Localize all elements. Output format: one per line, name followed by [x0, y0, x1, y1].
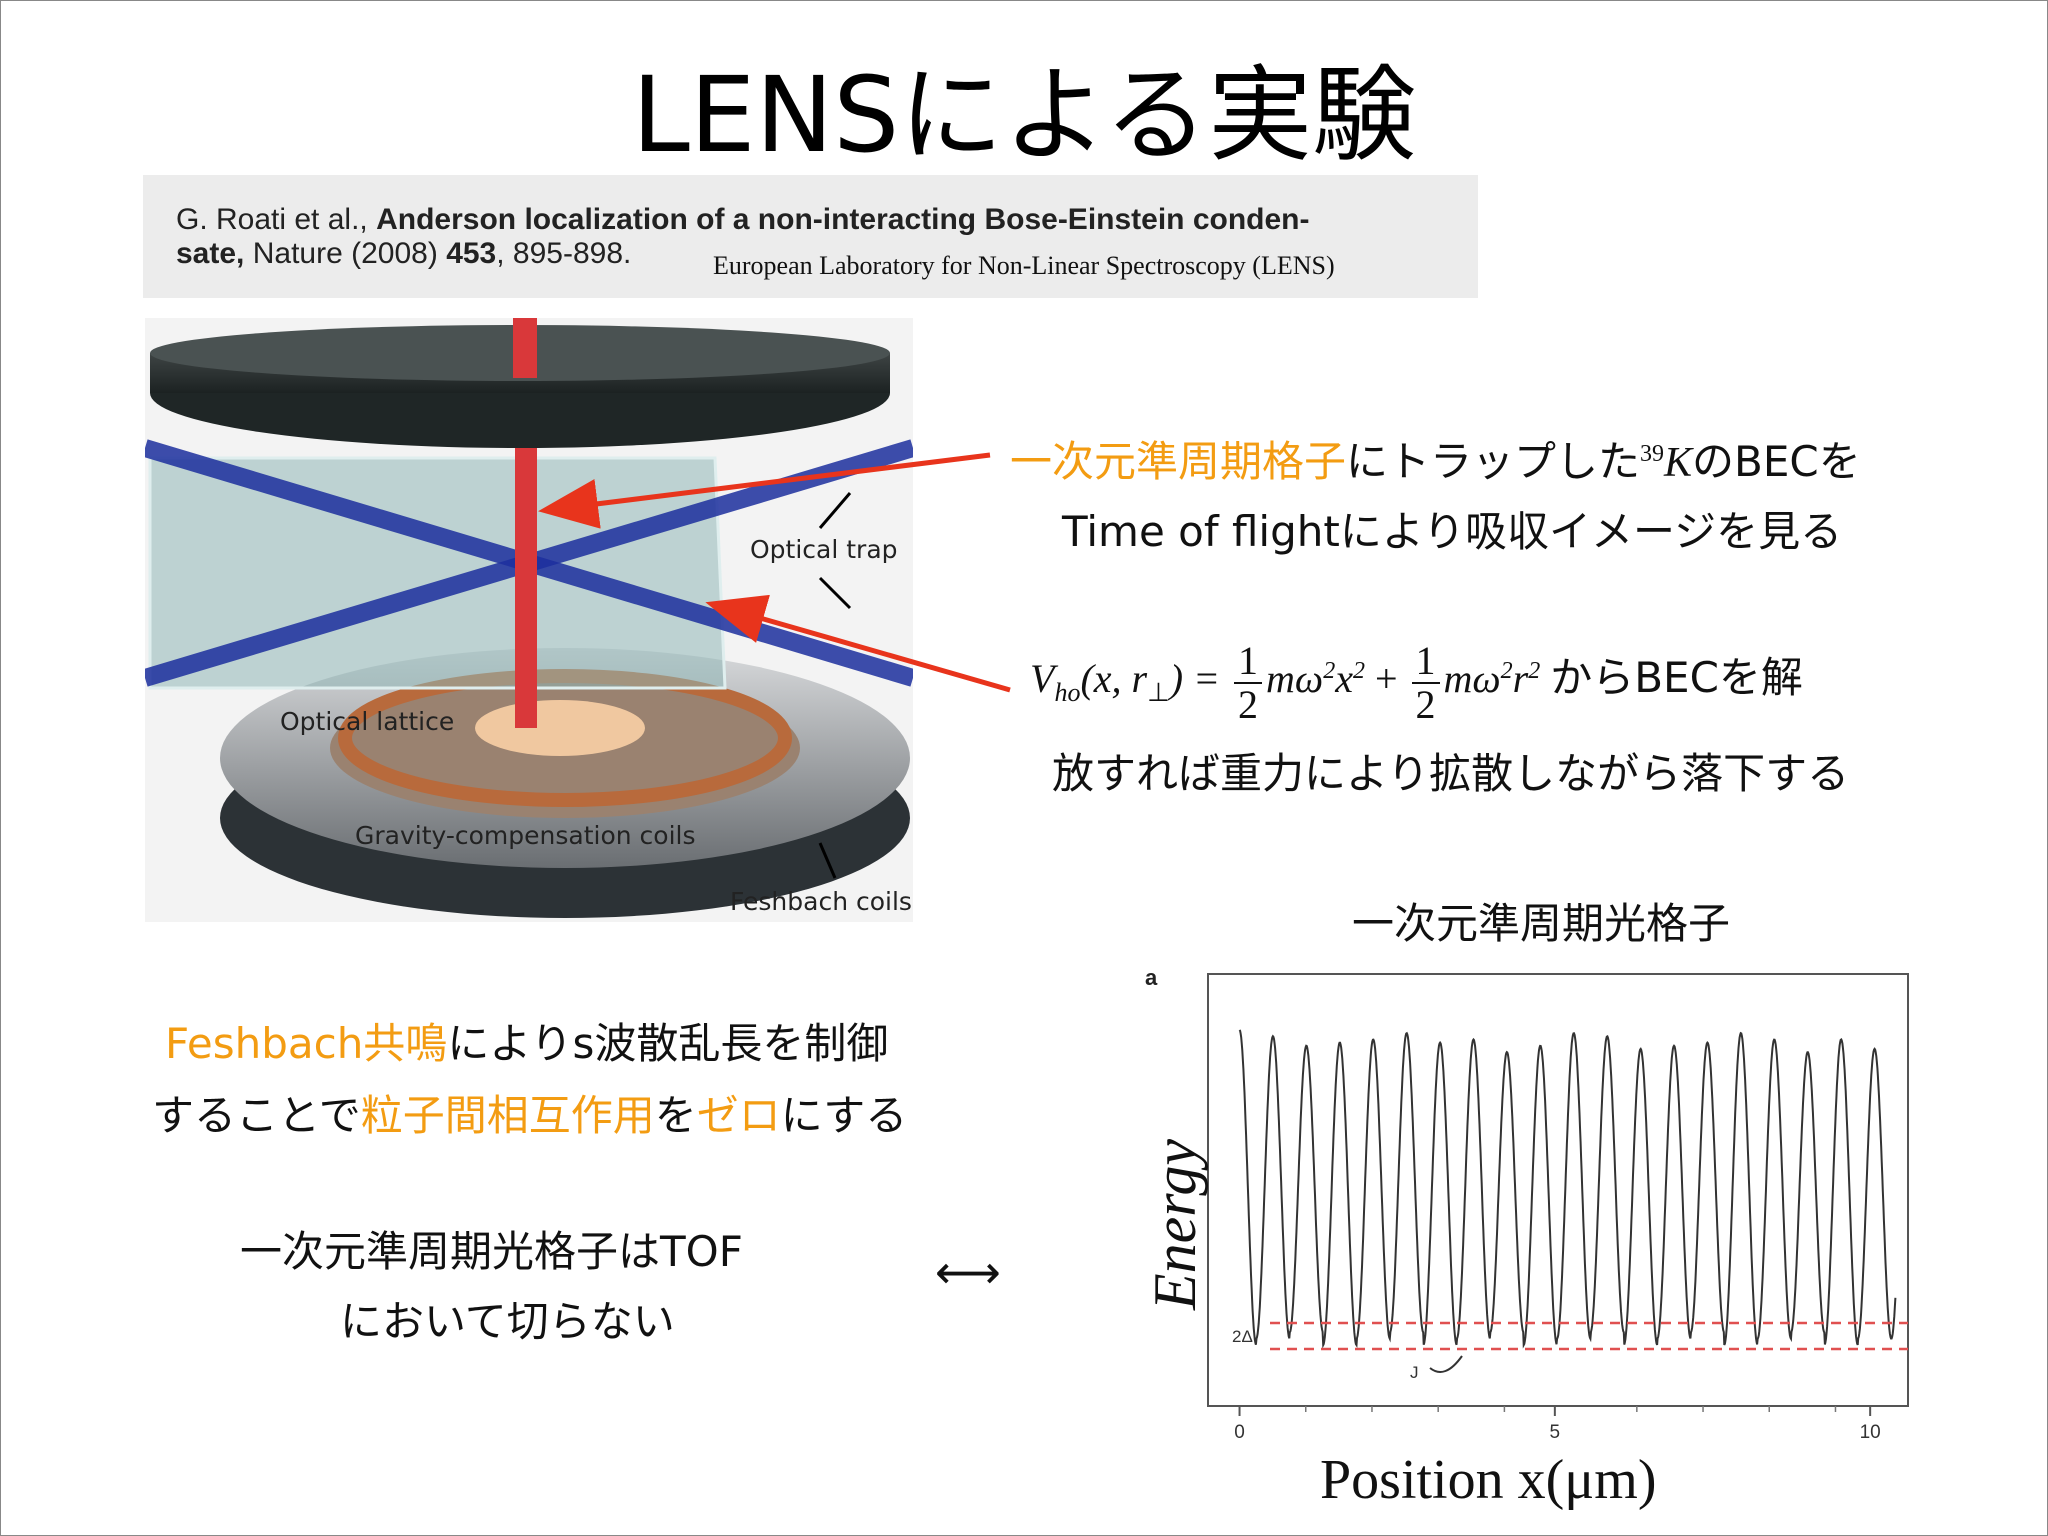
slide-title: LENSによる実験 — [631, 54, 1417, 176]
callout-arrow-trap — [705, 594, 1011, 693]
x-tick-label: 0 — [1234, 1422, 1245, 1443]
note-lattice-highlight: 一次元準周期格子 — [1010, 437, 1347, 486]
note-tof-line1: 一次元準周期光格子はTOF — [240, 1227, 743, 1276]
note-lattice-text: にトラップした — [1346, 437, 1641, 486]
reference-volume: 453 — [446, 237, 497, 270]
panel-label: a — [1145, 965, 1158, 990]
note-interaction-highlight: 粒子間相互作用 — [360, 1091, 655, 1140]
apparatus-svg: Optical trap Optical lattice Gravity-com… — [145, 318, 913, 918]
note-feshbach-end: にする — [780, 1091, 908, 1140]
formula-perp-1: ⊥ — [1147, 678, 1170, 708]
label-optical-lattice: Optical lattice — [280, 707, 454, 736]
plot-frame — [1207, 973, 1909, 1407]
frac-1-den: 2 — [1238, 682, 1259, 727]
double-arrow: ⟷ — [935, 1245, 1001, 1299]
term2-sup: 2 — [1500, 657, 1513, 684]
apparatus-illustration: Optical trap Optical lattice Gravity-com… — [145, 318, 913, 922]
formula-args-close: ) = — [1169, 656, 1221, 702]
reference-journal: Nature (2008) — [252, 237, 438, 270]
reference-title-2: sate, — [176, 237, 245, 270]
note-feshbach-line2: することで粒子間相互作用をゼロにする — [152, 1082, 907, 1143]
lattice-potential-plot: a 0 5 10 2Δ J Position x(μm) Energy — [1142, 965, 1909, 1511]
term1-x: x — [1335, 656, 1353, 702]
formula-plus: + — [1374, 656, 1398, 702]
formula-args: (x, r — [1080, 656, 1148, 702]
term2-r: r — [1512, 656, 1529, 702]
note-tof-line2: において切らない — [340, 1297, 675, 1346]
reference-authors: G. Roati et al., — [176, 203, 368, 236]
note-lattice-end: のBECを — [1692, 437, 1861, 486]
gap-label: 2Δ — [1232, 1327, 1253, 1346]
reference-box: G. Roati et al., Anderson localization o… — [143, 175, 1478, 298]
x-axis-label: Position x(μm) — [1320, 1449, 1657, 1511]
note-feshbach-line1: Feshbach共鳴によりs波散乱長を制御 — [165, 1010, 888, 1071]
formula-v: V — [1030, 656, 1055, 702]
x-tick-label: 10 — [1860, 1422, 1881, 1443]
reference-title-1: Anderson localization of a non-interacti… — [376, 203, 1310, 236]
callout-arrow-lattice — [538, 452, 991, 529]
frac-2-den: 2 — [1415, 682, 1436, 727]
note-feshbach-mid: を — [654, 1091, 697, 1140]
term1: mω — [1266, 656, 1324, 702]
lattice-beam-top — [513, 318, 537, 378]
hop-label: J — [1410, 1363, 1419, 1382]
pointer-coils — [818, 842, 837, 879]
note-feshbach-start: することで — [152, 1091, 361, 1140]
label-gravity-coils: Gravity-compensation coils — [355, 821, 696, 850]
note-feshbach-text: によりs波散乱長を制御 — [447, 1019, 889, 1068]
lattice-potential-curve — [1238, 1029, 1897, 1349]
y-axis-label: Energy — [1142, 1139, 1208, 1311]
reference-pages: , 895-898. — [496, 237, 632, 270]
pointer-trap-2 — [818, 576, 852, 610]
x-tick-label: 5 — [1550, 1422, 1561, 1443]
isotope-mass: 39 — [1640, 441, 1665, 467]
formula-sub: ho — [1054, 678, 1081, 708]
label-feshbach-coils: Feshbach coils — [730, 887, 912, 916]
term1-sup: 2 — [1323, 657, 1336, 684]
reference-line-2: sate, Nature (2008) 453, 895-898. — [176, 237, 631, 271]
pointer-trap-1 — [818, 492, 852, 529]
lattice-beam — [515, 448, 537, 728]
label-optical-trap: Optical trap — [750, 535, 898, 564]
note-lattice-line2: Time of flightにより吸収イメージを見る — [1062, 507, 1843, 556]
note-feshbach-highlight: Feshbach共鳴 — [165, 1019, 448, 1068]
frac-2-num: 1 — [1411, 640, 1440, 684]
reference-lab: European Laboratory for Non-Linear Spect… — [713, 251, 1335, 280]
term1-xsup: 2 — [1352, 657, 1365, 684]
x-ticks: 0 5 10 — [1234, 1406, 1881, 1443]
isotope-symbol: K — [1664, 440, 1693, 486]
frac-1-num: 1 — [1234, 640, 1263, 684]
hop-arrow — [1429, 1355, 1463, 1373]
term2: mω — [1443, 656, 1501, 702]
reference-line-1: G. Roati et al., Anderson localization o… — [176, 203, 1310, 237]
note-release-line2: 放すれば重力により拡散しながら落下する — [1052, 749, 1850, 798]
note-release-line1: からBECを解 — [1550, 653, 1803, 703]
note-lattice-line1: 一次元準周期格子にトラップした39KのBECを — [1010, 428, 1861, 489]
term2-rsup: 2 — [1528, 657, 1541, 684]
note-zero-highlight: ゼロ — [696, 1091, 781, 1140]
plot-heading: 一次元準周期光格子 — [1352, 899, 1731, 948]
